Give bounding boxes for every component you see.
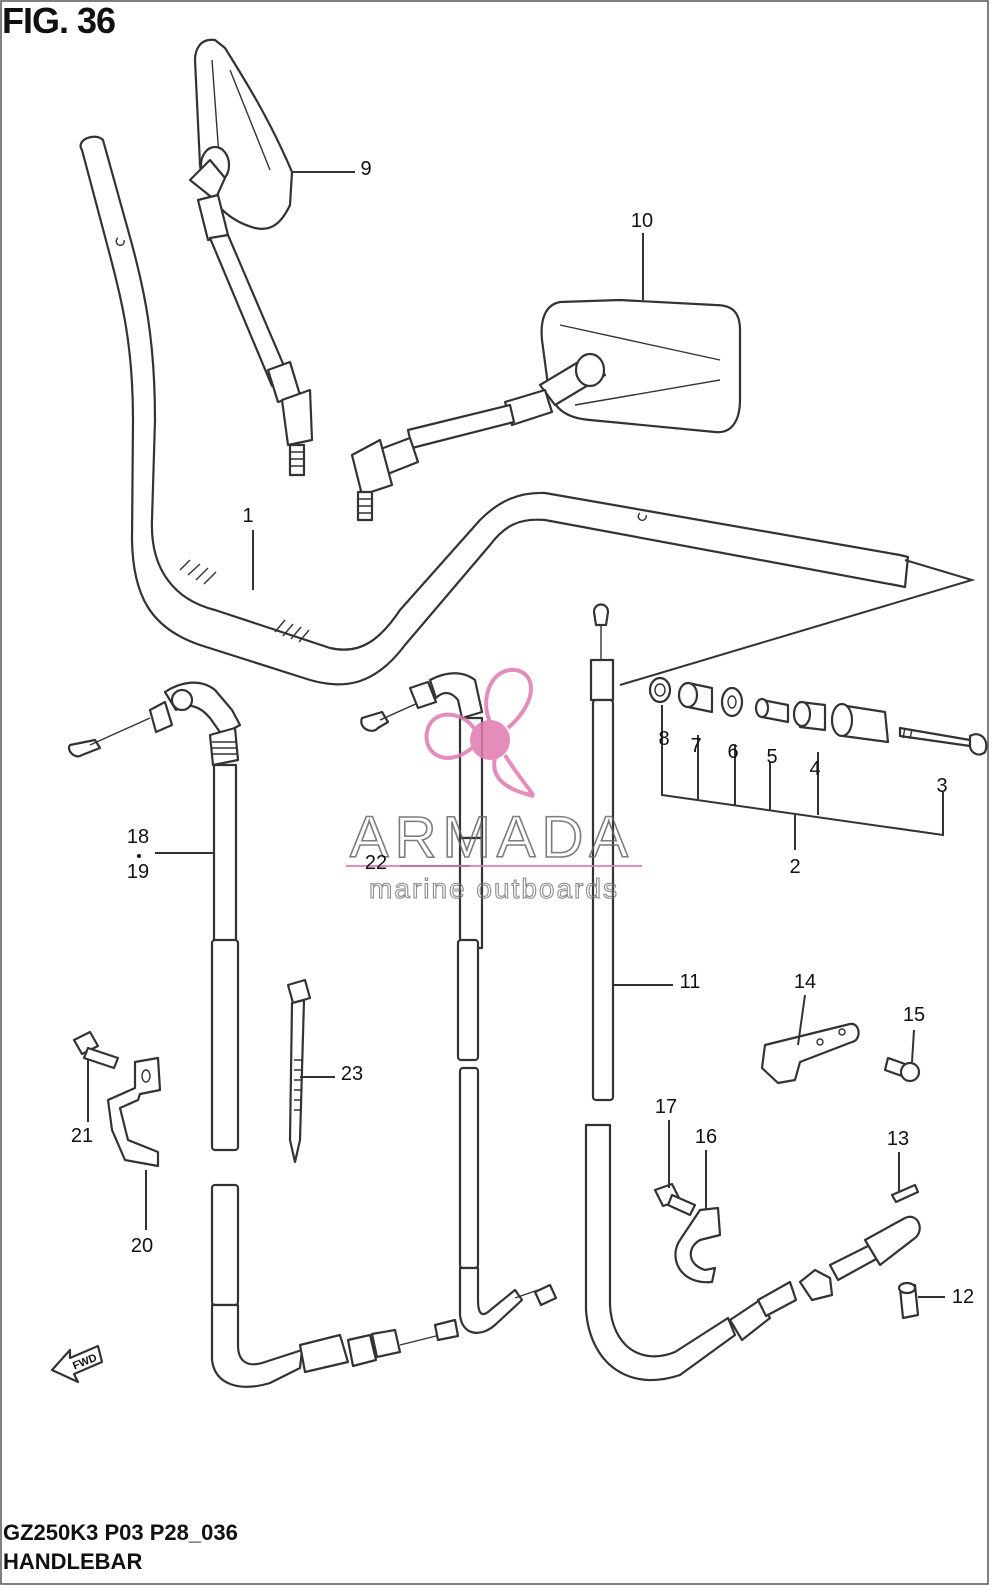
clamp-part-16 [674, 1206, 722, 1284]
callout-8: 8 [658, 728, 669, 750]
model-code: GZ250K3 P03 P28_036 [3, 1520, 238, 1545]
handlebar-part-1 [79, 135, 910, 686]
callout-20: 20 [131, 1235, 153, 1257]
mirror-right-part-10 [350, 298, 742, 522]
callout-22: 22 [365, 852, 387, 874]
callout-21: 21 [71, 1125, 93, 1147]
callout-1: 1 [242, 505, 253, 527]
cable-part-22 [360, 672, 558, 1334]
cable-part-18-19 [67, 681, 460, 1388]
pin-part-13 [890, 1183, 920, 1204]
watermark-tagline: marine outboards [369, 873, 619, 904]
screw-part-15 [883, 1056, 921, 1083]
part-8 [648, 676, 672, 704]
watermark-brand: ARMADA [350, 805, 634, 870]
callout-17: 17 [655, 1096, 677, 1118]
callout-separator-dot [137, 854, 141, 858]
section-name: HANDLEBAR [3, 1549, 143, 1574]
callout-23: 23 [341, 1063, 363, 1085]
callout-3: 3 [936, 775, 947, 797]
watermark: ARMADA marine outboards [346, 667, 642, 905]
callout-4: 4 [809, 758, 820, 780]
callout-6: 6 [727, 741, 738, 763]
figure-title: FIG. 36 [2, 0, 116, 41]
bolt-part-17 [653, 1182, 697, 1217]
callout-19: 19 [127, 861, 149, 883]
callout-11: 11 [680, 971, 701, 993]
callout-10: 10 [631, 210, 653, 232]
callout-18: 18 [127, 826, 149, 848]
mirror-left-part-9 [188, 38, 314, 477]
callout-16: 16 [695, 1126, 717, 1148]
callout-9: 9 [360, 158, 371, 180]
part-6 [720, 686, 744, 718]
forward-arrow: FWD [50, 1344, 104, 1384]
bar-end-weight-assembly [648, 676, 988, 756]
cable-tie-part-23 [286, 978, 312, 1164]
callout-7: 7 [690, 735, 701, 757]
callout-14: 14 [794, 971, 816, 993]
part-7 [677, 681, 699, 709]
bolt-part-21 [72, 1030, 120, 1070]
propeller-logo [424, 667, 535, 798]
callout-5: 5 [766, 746, 777, 768]
callout-15: 15 [903, 1004, 925, 1026]
clamp-part-20 [106, 1056, 162, 1168]
lever-holder-part-14 [760, 1022, 860, 1085]
pin-part-12 [897, 1281, 920, 1320]
cable-part-11 [584, 603, 921, 1382]
callout-2: 2 [789, 856, 800, 878]
callout-12: 12 [952, 1286, 974, 1308]
callout-13: 13 [887, 1128, 909, 1150]
